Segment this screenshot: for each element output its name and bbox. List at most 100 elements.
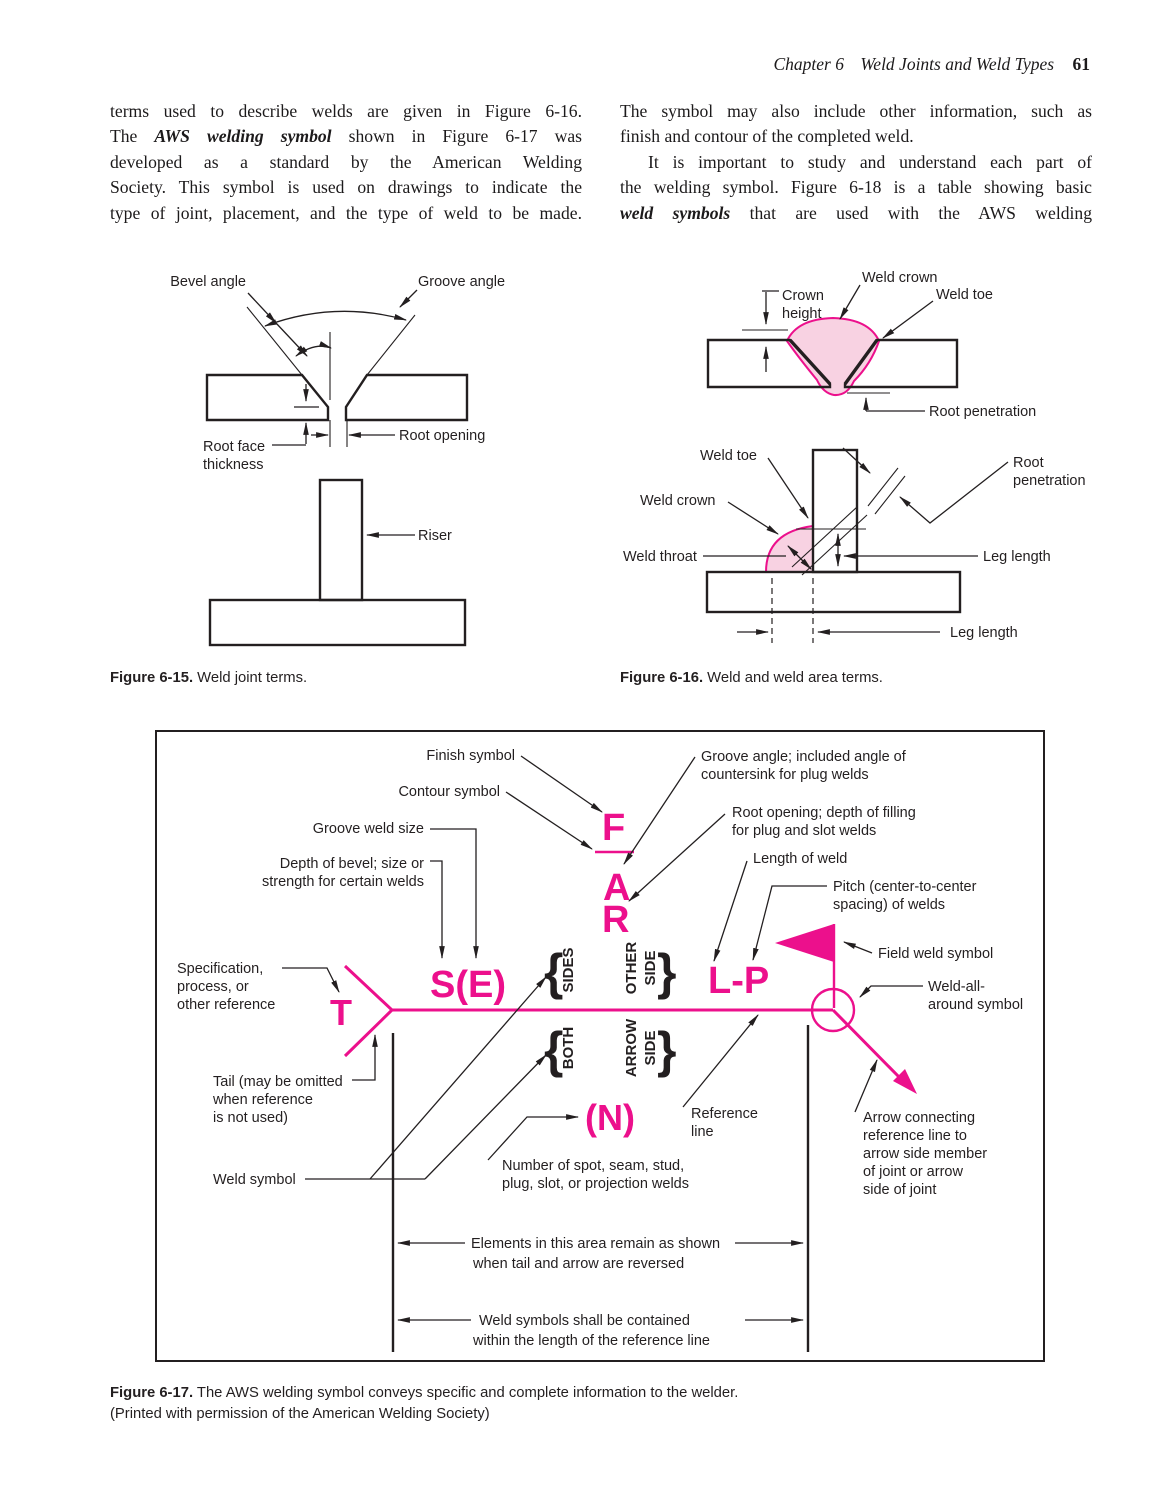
figure-6-15-caption: Figure 6-15. Weld joint terms. — [110, 670, 308, 686]
tail-chevron — [343, 964, 395, 1058]
tail-letter-T: T — [330, 992, 352, 1033]
weld-crown-top-leader — [839, 284, 861, 320]
root-opening-letter-R: R — [602, 899, 629, 941]
arrow-side-label-2: SIDE — [642, 1030, 659, 1065]
brace-open-bottom: { — [544, 1022, 563, 1078]
root-penetration-label-1: Root — [1013, 455, 1044, 471]
groove-joint-plates — [205, 373, 469, 422]
crown-height-label-2: height — [782, 306, 822, 322]
brace-open-top: { — [544, 944, 563, 1000]
number-label-2: plug, slot, or projection welds — [502, 1176, 689, 1192]
body-column-left: terms used to describe welds are given i… — [110, 99, 582, 226]
weld-all-around-label-1: Weld-all- — [928, 979, 985, 995]
root-penetration-top-label: Root penetration — [929, 404, 1036, 420]
root-opening-label-2: for plug and slot welds — [732, 823, 876, 839]
leg-length-bottom-label: Leg length — [950, 625, 1018, 641]
tee-joint-plates — [705, 448, 962, 614]
leg-length-right-label: Leg length — [983, 549, 1051, 565]
body-line: finish and contour of the completed weld… — [620, 126, 914, 147]
side-designations: { SIDES OTHER SIDE } { BOTH ARROW SIDE } — [544, 942, 676, 1078]
weld-all-around-circle — [810, 987, 856, 1033]
sides-label: SIDES — [560, 947, 577, 992]
weld-throat-dimension — [703, 545, 812, 570]
body-column-right: The symbol may also include other inform… — [620, 99, 1092, 226]
pitch-label-2: spacing) of welds — [833, 897, 945, 913]
bevel-angle-arc — [295, 341, 333, 357]
figure-6-17-aws-welding-symbol-diagram: F A R T S(E) L-P (N) { SIDES OTHER SIDE … — [177, 748, 1023, 1352]
weld-crown-leader — [727, 501, 779, 535]
leg-length-right-dimension — [835, 532, 978, 568]
reference-span-lines — [391, 1025, 810, 1352]
groove-angle-label: Groove angle — [418, 274, 505, 290]
arrow-line — [831, 1008, 917, 1094]
specification-label-3: other reference — [177, 997, 275, 1013]
body-line: terms used to describe welds are given i… — [110, 101, 582, 121]
body-line: weld symbols that are used with the AWS … — [620, 202, 1092, 223]
other-side-label-2: SIDE — [642, 950, 659, 985]
bevel-angle-label: Bevel angle — [170, 274, 246, 290]
reference-line-label-2: line — [691, 1124, 714, 1140]
aws-welding-symbol-term: AWS welding symbol — [154, 126, 332, 147]
other-side-label-1: OTHER — [623, 942, 640, 995]
root-face-dimension — [272, 384, 319, 446]
root-face-label-2: thickness — [203, 457, 263, 473]
tee-joint — [208, 478, 467, 647]
number-letter-N: (N) — [585, 1097, 635, 1138]
arrow-connecting-label-4: of joint or arrow — [863, 1164, 963, 1180]
arrow-connecting-label-1: Arrow connecting — [863, 1110, 975, 1126]
figure-6-15-weld-joint-terms-diagram: Bevel angle Groove angle Root face thick… — [170, 274, 505, 647]
weld-toe-label: Weld toe — [700, 448, 757, 464]
fillet-weld-bead — [764, 524, 814, 573]
root-penetration-top-dimension — [847, 392, 925, 412]
contour-symbol-label: Contour symbol — [398, 784, 500, 800]
figure-6-16-weld-area-terms-diagram: Crown height Weld crown Weld toe Root pe… — [623, 270, 1086, 643]
butt-weld-bead — [785, 316, 881, 397]
tail-label-3: is not used) — [213, 1110, 288, 1126]
field-weld-symbol-label: Field weld symbol — [878, 946, 993, 962]
weld-toe-top-leader — [882, 300, 934, 339]
specification-label-2: process, or — [177, 979, 249, 995]
body-line: The symbol may also include other inform… — [620, 101, 1092, 121]
body-line: type of joint, placement, and the type o… — [110, 202, 582, 223]
groove-weld-size-label: Groove weld size — [313, 821, 424, 837]
size-letters-SE: S(E) — [430, 964, 506, 1006]
bevel-angle-leader — [247, 292, 308, 357]
weld-toe-leader — [767, 457, 809, 519]
number-label-1: Number of spot, seam, stud, — [502, 1158, 684, 1174]
body-line: Society. This symbol is used on drawings… — [110, 177, 582, 198]
groove-angle-label-1: Groove angle; included angle of — [701, 749, 907, 765]
arrow-side-label-1: ARROW — [623, 1018, 640, 1077]
groove-angle-arc — [263, 310, 408, 327]
brace-close-bottom: } — [657, 1022, 676, 1078]
contained-label-2: within the length of the reference line — [472, 1333, 710, 1349]
chapter-title: Weld Joints and Weld Types — [860, 54, 1055, 74]
depth-of-bevel-label-1: Depth of bevel; size or — [280, 856, 424, 872]
riser-label: Riser — [418, 528, 452, 544]
page-number: 61 — [1072, 54, 1091, 74]
figure-6-17-caption: Figure 6-17. The AWS welding symbol conv… — [110, 1385, 739, 1422]
length-pitch-letters-LP: L-P — [708, 960, 769, 1002]
weld-toe-top-label: Weld toe — [936, 287, 993, 303]
elements-area-label-2: when tail and arrow are reversed — [472, 1256, 684, 1272]
weld-symbols-term: weld symbols — [620, 202, 731, 223]
weld-all-around-label-2: around symbol — [928, 997, 1023, 1013]
leg-length-bottom-dimension — [737, 578, 940, 643]
both-label: BOTH — [560, 1027, 577, 1070]
weld-crown-label: Weld crown — [640, 493, 715, 509]
length-of-weld-label: Length of weld — [753, 851, 847, 867]
finish-symbol-label: Finish symbol — [426, 748, 515, 764]
tail-label-2: when reference — [212, 1092, 313, 1108]
bevel-extension-lines — [246, 306, 416, 376]
field-weld-flag — [775, 924, 836, 1008]
root-opening-label-1: Root opening; depth of filling — [732, 805, 916, 821]
arrow-connecting-label-2: reference line to — [863, 1128, 967, 1144]
groove-angle-letter-A: A — [603, 867, 630, 909]
specification-label-1: Specification, — [177, 961, 263, 977]
finish-letter-F: F — [602, 807, 625, 849]
page-header: Chapter 6 Weld Joints and Weld Types 61 — [110, 54, 1090, 75]
crown-height-label-1: Crown — [782, 288, 824, 304]
leader-lines — [282, 755, 923, 1180]
figure-6-16-caption: Figure 6-16. Weld and weld area terms. — [620, 670, 883, 686]
elements-area-label-1: Elements in this area remain as shown — [471, 1236, 720, 1252]
